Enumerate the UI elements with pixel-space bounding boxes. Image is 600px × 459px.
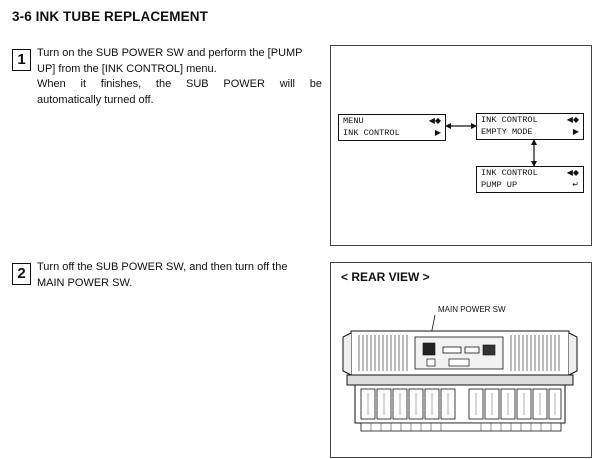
step-1-line-2: UP] from the [INK CONTROL] menu. (37, 62, 217, 75)
nav-arrows-icon: ◀◆ (566, 168, 579, 177)
step-2-number: 2 (12, 263, 31, 285)
double-arrow-vertical-icon (531, 139, 537, 167)
lcd-menu-panel: MENU ◀◆ INK CONTROL ▶ INK CONTROL ◀◆ EMPTY … (330, 45, 592, 246)
lcd-menu-line-1: MENU (343, 116, 364, 126)
step-1-text: Turn on the SUB POWER SW and perform the… (37, 46, 322, 108)
step-1-line-3: When it finishes, the SUB POWER will be (37, 78, 322, 90)
step-1-number: 1 (12, 49, 31, 71)
step-2-text: Turn off the SUB POWER SW, and then turn… (37, 260, 322, 291)
lcd-ink-control-empty: INK CONTROL ◀◆ EMPTY MODE ▶ (476, 113, 584, 140)
lcd-ink-control-pump: INK CONTROL ◀◆ PUMP UP ↵ (476, 166, 584, 193)
lcd-pump-line-1: INK CONTROL (481, 168, 538, 178)
step-2-line-2: MAIN POWER SW. (37, 276, 133, 289)
rear-view-panel: < REAR VIEW > MAIN POWER SW (330, 262, 592, 458)
step-1-line-4: automatically turned off. (37, 93, 154, 106)
lcd-empty-line-2: EMPTY MODE (481, 127, 533, 137)
right-arrow-icon: ▶ (572, 127, 579, 136)
double-arrow-horizontal-icon (445, 123, 477, 129)
nav-arrows-icon: ◀◆ (566, 115, 579, 124)
main-power-sw-callout: MAIN POWER SW (438, 305, 506, 314)
lcd-menu-line-2: INK CONTROL (343, 128, 400, 138)
right-arrow-icon: ▶ (434, 128, 441, 137)
lcd-empty-line-1: INK CONTROL (481, 115, 538, 125)
lcd-menu: MENU ◀◆ INK CONTROL ▶ (338, 114, 446, 141)
page-title: 3-6 INK TUBE REPLACEMENT (12, 9, 208, 24)
lcd-pump-line-2: PUMP UP (481, 180, 518, 190)
step-1-line-1: Turn on the SUB POWER SW and perform the… (37, 47, 303, 59)
nav-arrows-icon: ◀◆ (428, 116, 441, 125)
printer-rear-illustration (342, 314, 578, 432)
step-2-line-1: Turn off the SUB POWER SW, and then turn… (37, 261, 288, 273)
rear-view-title: < REAR VIEW > (341, 270, 430, 284)
enter-icon: ↵ (572, 180, 579, 189)
